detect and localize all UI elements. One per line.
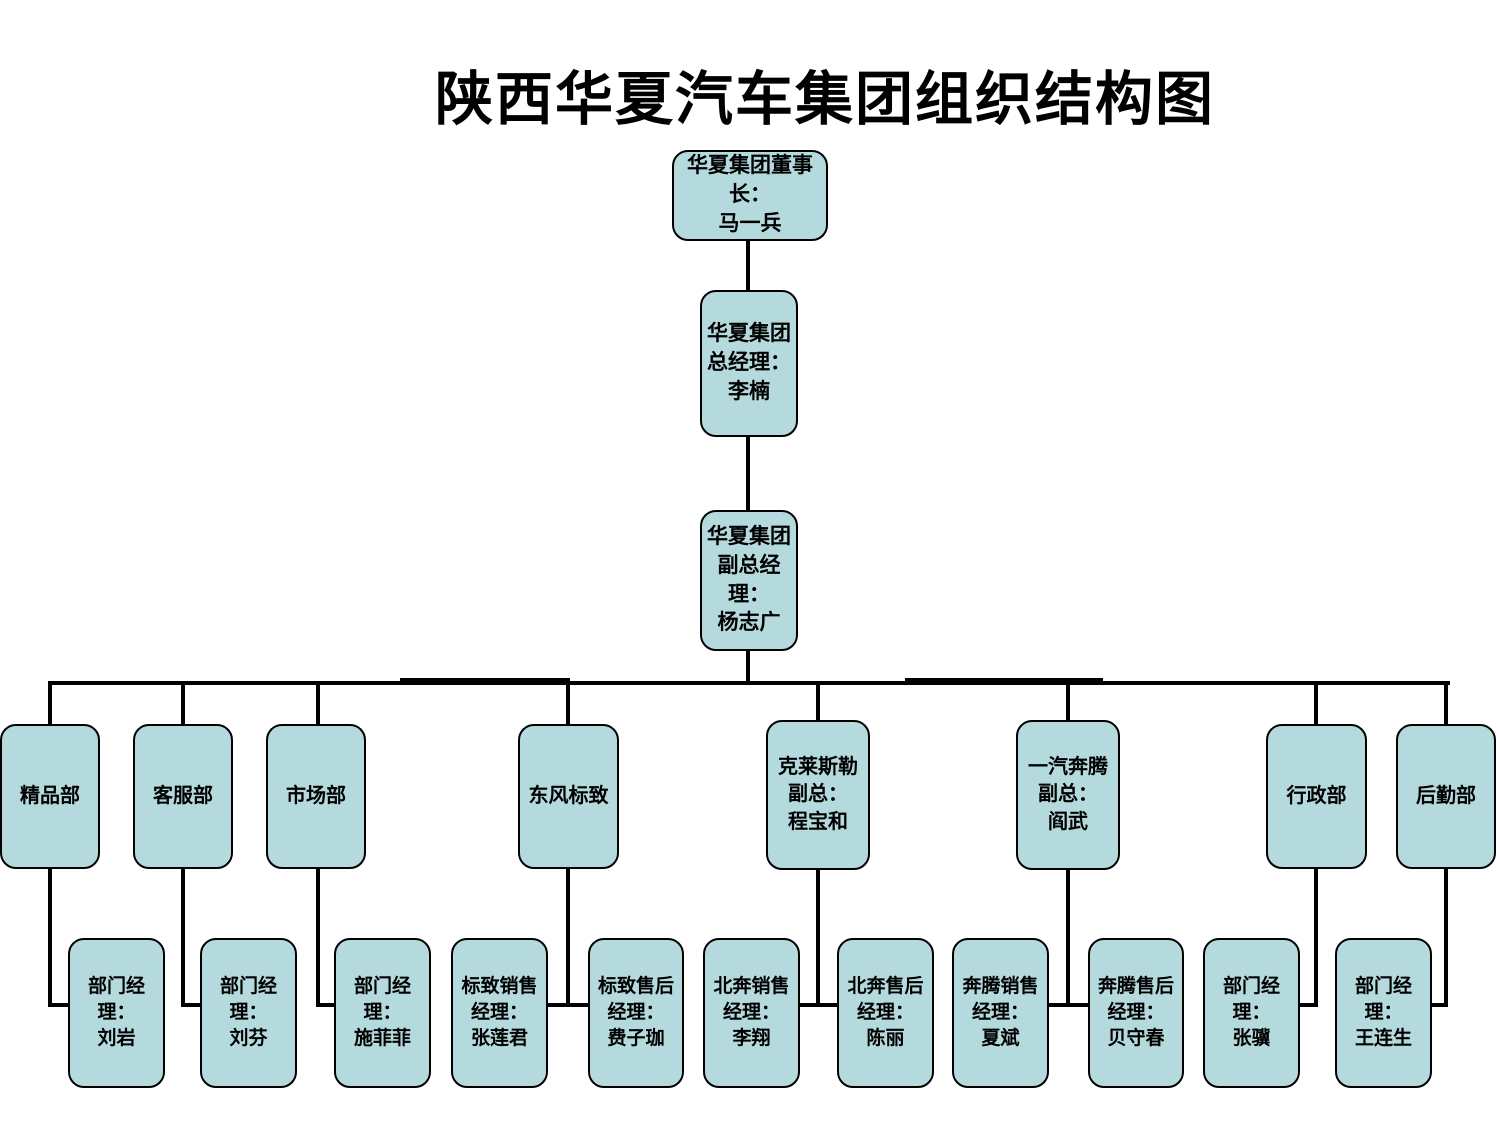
connector-h-peugeot bbox=[548, 1003, 590, 1007]
node-beiben-aftersales-manager: 北奔售后 经理： 陈丽 bbox=[837, 938, 934, 1088]
connector-h-logistics bbox=[1432, 1003, 1448, 1007]
connector-h-customer-service bbox=[181, 1003, 204, 1007]
connector-h-besturn bbox=[1048, 1003, 1090, 1007]
connector-chairman-gm bbox=[746, 239, 750, 291]
connector-drop-marketing bbox=[316, 683, 320, 726]
page-title: 陕西华夏汽车集团组织结构图 bbox=[434, 67, 1215, 132]
connector-drop-peugeot bbox=[566, 683, 570, 726]
node-logistics-dept: 后勤部 bbox=[1396, 724, 1496, 869]
connector-v-admin bbox=[1314, 867, 1318, 1007]
node-marketing-dept: 市场部 bbox=[266, 724, 366, 869]
node-manager-liufen: 部门经理： 刘芬 bbox=[200, 938, 297, 1088]
node-peugeot-aftersales-manager: 标致售后 经理： 费子珈 bbox=[588, 938, 684, 1088]
connector-v-logistics bbox=[1444, 867, 1448, 1007]
connector-main-bus bbox=[48, 681, 1450, 685]
connector-gm-deputy bbox=[746, 436, 750, 511]
node-deputy-general-manager: 华夏集团 副总经理： 杨志广 bbox=[700, 510, 798, 651]
connector-bus-overlap-right bbox=[905, 678, 1103, 685]
node-peugeot-sales-manager: 标致销售 经理： 张莲君 bbox=[451, 938, 548, 1088]
node-customer-service-dept: 客服部 bbox=[133, 724, 233, 869]
node-manager-shifeifei: 部门经理： 施菲菲 bbox=[334, 938, 431, 1088]
node-general-manager: 华夏集团 总经理： 李楠 bbox=[700, 290, 798, 437]
connector-h-boutique bbox=[48, 1003, 72, 1007]
connector-v-besturn bbox=[1066, 868, 1070, 1007]
connector-h-marketing bbox=[316, 1003, 338, 1007]
node-besturn-aftersales-manager: 奔腾售后 经理： 贝守春 bbox=[1088, 938, 1184, 1088]
connector-h-chrysler bbox=[800, 1003, 840, 1007]
node-manager-zhangji: 部门经理： 张骥 bbox=[1203, 938, 1300, 1088]
connector-v-peugeot bbox=[566, 867, 570, 1007]
node-boutique-dept: 精品部 bbox=[0, 724, 100, 869]
node-manager-wangliansheng: 部门经理： 王连生 bbox=[1335, 938, 1432, 1088]
node-besturn-sales-manager: 奔腾销售 经理： 夏斌 bbox=[952, 938, 1049, 1088]
node-chairman: 华夏集团董事 长： 马一兵 bbox=[672, 150, 828, 241]
connector-drop-chrysler bbox=[816, 683, 820, 722]
connector-deputy-bus bbox=[746, 649, 750, 683]
node-dongfeng-peugeot: 东风标致 bbox=[518, 724, 619, 869]
connector-v-customer-service bbox=[181, 867, 185, 1007]
connector-drop-boutique bbox=[48, 683, 52, 726]
node-manager-liuyan: 部门经理： 刘岩 bbox=[68, 938, 165, 1088]
connector-drop-logistics bbox=[1444, 683, 1448, 726]
connector-h-admin bbox=[1300, 1003, 1318, 1007]
connector-v-chrysler bbox=[816, 868, 820, 1007]
node-beiben-sales-manager: 北奔销售 经理： 李翔 bbox=[703, 938, 800, 1088]
connector-drop-besturn bbox=[1066, 683, 1070, 722]
node-faw-besturn-vp: 一汽奔腾 副总： 阎武 bbox=[1016, 720, 1120, 870]
connector-v-marketing bbox=[316, 867, 320, 1007]
node-admin-dept: 行政部 bbox=[1266, 724, 1367, 869]
node-chrysler-vp: 克莱斯勒 副总： 程宝和 bbox=[766, 720, 870, 870]
connector-bus-overlap-left bbox=[400, 678, 570, 685]
connector-drop-customer-service bbox=[181, 683, 185, 726]
connector-drop-admin bbox=[1314, 683, 1318, 726]
connector-v-boutique bbox=[48, 867, 52, 1007]
